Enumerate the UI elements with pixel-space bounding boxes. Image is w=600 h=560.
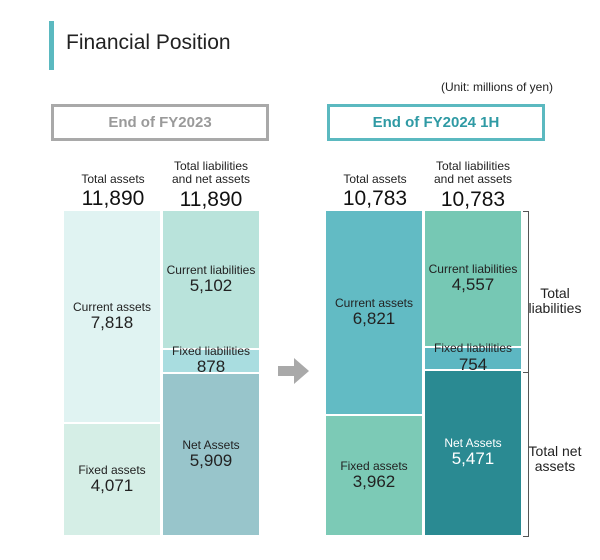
segment-value: 7,818 [90, 312, 134, 332]
total-liab-net-label-line2: and net assets [171, 172, 251, 187]
segment-value: 6,821 [352, 308, 396, 328]
total-liabilities-annotation: Total liabilities [521, 286, 589, 315]
period-label-fy2024-1h: End of FY2024 1H [327, 104, 545, 141]
segment-value: 4,557 [451, 274, 495, 294]
total-assets-value: 11,890 [81, 187, 145, 211]
unit-note: (Unit: millions of yen) [440, 80, 553, 94]
total-liab-net-value: 11,890 [179, 187, 243, 211]
segment-label: Net Assets [444, 435, 502, 450]
segment-label: Current liabilities [166, 262, 256, 277]
total-net-assets-annotation: Total net assets [521, 444, 589, 473]
right-arrow-icon [278, 358, 309, 384]
total-assets-label: Total assets [81, 172, 145, 186]
segment-label: Current assets [72, 299, 152, 314]
segment-label: Current assets [334, 295, 414, 310]
total-liab-net-header-fy2024-1h: Total liabilities and net assets 10,783 [424, 159, 522, 211]
segment-value: 5,471 [451, 449, 495, 469]
segment-value: 5,909 [189, 450, 233, 470]
segment-value: 754 [458, 354, 488, 374]
segment-value: 3,962 [352, 471, 396, 491]
total-liab-net-header-fy2023: Total liabilities and net assets 11,890 [162, 159, 260, 211]
period-label-fy2023: End of FY2023 [51, 104, 269, 141]
total-liab-net-label-line1: Total liabilities [173, 159, 249, 173]
total-assets-header-fy2023: Total assets 11,890 [64, 172, 162, 211]
segment-label: Fixed assets [78, 462, 146, 477]
segment-label: Net Assets [182, 437, 240, 452]
segment-label: Fixed assets [340, 458, 408, 473]
total-assets-header-fy2024-1h: Total assets 10,783 [326, 172, 424, 211]
page-title: Financial Position [66, 31, 231, 54]
total-liab-net-value: 10,783 [440, 187, 506, 211]
segment-label: Fixed liabilities [171, 344, 251, 359]
total-liabilities-line1: Total [540, 285, 570, 301]
total-liab-net-label-line1: Total liabilities [435, 159, 511, 173]
total-assets-label: Total assets [343, 172, 407, 186]
total-liabilities-line2: liabilities [528, 299, 582, 316]
total-net-assets-bracket [523, 372, 529, 537]
segment-label: Current liabilities [428, 261, 518, 276]
segment-value: 878 [196, 357, 226, 377]
total-net-assets-line1: Total net [528, 443, 582, 459]
total-liab-net-label-line2: and net assets [433, 172, 513, 187]
total-net-assets-line2: assets [534, 457, 576, 474]
segment-value: 5,102 [189, 275, 233, 295]
segment-label: Fixed liabilities [433, 341, 513, 356]
title-accent-bar [49, 21, 54, 70]
segment-value: 4,071 [90, 475, 134, 495]
total-assets-value: 10,783 [342, 187, 408, 211]
